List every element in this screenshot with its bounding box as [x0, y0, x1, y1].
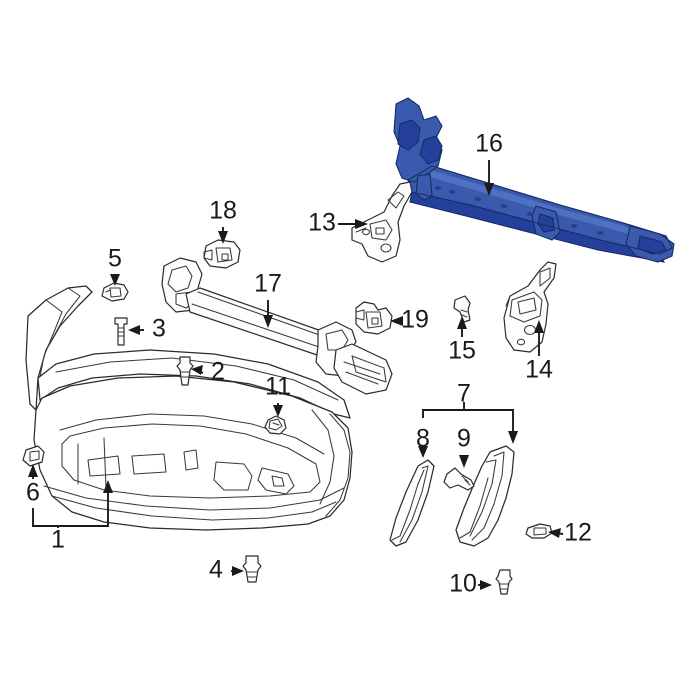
part-5-upper-clip[interactable] [101, 282, 129, 302]
part-2-push-pin[interactable] [176, 356, 194, 386]
part-15-bolt[interactable] [453, 295, 471, 323]
callout-label-11[interactable]: 11 [265, 373, 291, 401]
part-13-left-side-bracket[interactable] [351, 181, 413, 263]
callout-label-15[interactable]: 15 [448, 337, 476, 365]
part-8-side-seal-strip[interactable] [389, 459, 435, 547]
callout-label-12[interactable]: 12 [564, 519, 592, 547]
part-17-lower-crossmember[interactable] [161, 257, 393, 395]
part-18-retainer-clip[interactable] [203, 239, 241, 269]
callout-labels: 1 2 3 4 5 6 7 8 9 10 11 12 13 14 15 16 1… [26, 130, 592, 598]
callout-label-8[interactable]: 8 [416, 425, 430, 453]
callout-label-1[interactable]: 1 [51, 526, 65, 554]
callout-label-18[interactable]: 18 [209, 197, 237, 225]
callout-label-16[interactable]: 16 [475, 130, 503, 158]
callout-label-6[interactable]: 6 [26, 479, 40, 507]
part-1-front-bumper-cover[interactable] [25, 285, 353, 531]
callout-label-10[interactable]: 10 [449, 570, 477, 598]
part-16-reinforcement-beam[interactable] [393, 97, 675, 263]
callout-label-4[interactable]: 4 [209, 556, 223, 584]
part-4-bolt[interactable] [242, 555, 262, 583]
part-10-bolt[interactable] [495, 569, 513, 595]
callout-label-5[interactable]: 5 [108, 245, 122, 273]
part-7-side-spoiler[interactable] [455, 445, 515, 547]
callout-label-9[interactable]: 9 [457, 425, 471, 453]
callout-label-14[interactable]: 14 [525, 356, 553, 384]
callout-leaders [28, 160, 564, 590]
part-14-right-side-bracket[interactable] [503, 261, 557, 353]
part-19-side-retainer[interactable] [355, 301, 393, 335]
callout-label-2[interactable]: 2 [211, 358, 225, 386]
part-11-grommet-clip[interactable] [264, 415, 287, 435]
callout-label-13[interactable]: 13 [308, 209, 336, 237]
callout-label-7[interactable]: 7 [457, 380, 471, 408]
callout-label-17[interactable]: 17 [254, 270, 282, 298]
callout-label-19[interactable]: 19 [401, 306, 429, 334]
part-3-bolt[interactable] [114, 317, 128, 346]
part-9-screw[interactable] [443, 467, 475, 491]
part-6-side-retainer-clip[interactable] [22, 445, 45, 467]
beam-rivets [434, 186, 604, 235]
part-12-washer-clip[interactable] [525, 523, 553, 539]
callout-label-3[interactable]: 3 [152, 315, 166, 343]
